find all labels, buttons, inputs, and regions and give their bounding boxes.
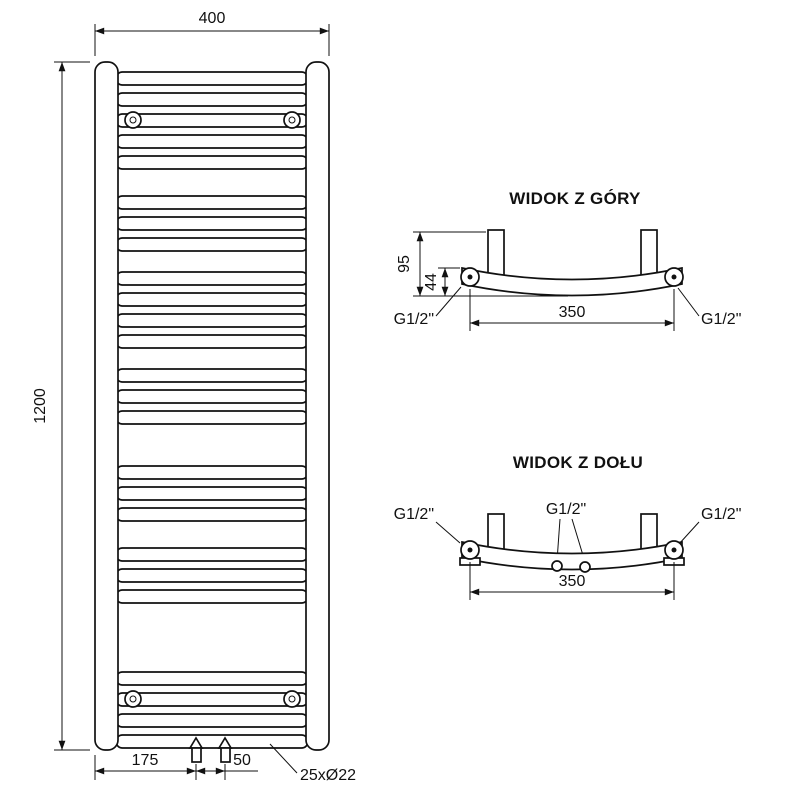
left-wall-bracket <box>487 513 505 551</box>
thread-label: G1/2" <box>701 311 741 328</box>
center-connection-left <box>551 560 563 572</box>
mounting-points <box>124 111 301 708</box>
leader-line <box>435 521 461 544</box>
bottom-view-title: WIDOK Z DOŁU <box>513 453 643 472</box>
dimension-height: 1200 <box>32 61 90 751</box>
top-left-thread-callout: G1/2" <box>394 286 462 328</box>
top-view: WIDOK Z GÓRY 95 44 G1/2" G1/2" <box>394 189 741 331</box>
right-wall-bracket <box>640 229 658 277</box>
thread-label: G1/2" <box>546 501 586 518</box>
left-wall-bracket <box>487 229 505 277</box>
dimension-connector-spacing: 50 <box>196 752 258 780</box>
front-view: 400 1200 <box>32 10 356 784</box>
dim-350-label: 350 <box>559 573 586 590</box>
bottom-view: WIDOK Z DOŁU G1/2" G1/2" G1/2" <box>394 453 741 600</box>
bottom-connectors <box>188 736 233 763</box>
dim-95-label: 95 <box>396 255 413 273</box>
radiator-tubes <box>115 71 309 749</box>
top-view-drawing <box>460 229 684 297</box>
leader-line <box>677 287 700 317</box>
dimension-span-bottom: 350 <box>469 562 675 600</box>
tube-count-label: 25xØ22 <box>300 767 356 784</box>
dim-175-label: 175 <box>132 752 159 769</box>
right-collector-rail <box>305 61 330 751</box>
top-right-thread-callout: G1/2" <box>677 287 741 328</box>
dimension-bow: 44 <box>423 267 460 296</box>
thread-label: G1/2" <box>701 506 741 523</box>
dim-350-label: 350 <box>559 304 586 321</box>
dimension-span-top: 350 <box>469 289 675 331</box>
leader-line <box>435 286 462 317</box>
top-view-title: WIDOK Z GÓRY <box>509 189 641 208</box>
tube-count-callout: 25xØ22 <box>269 743 356 784</box>
curved-tube-profile <box>461 266 683 297</box>
dimension-connector-offset: 175 <box>94 752 197 780</box>
leader-line <box>678 521 700 545</box>
dim-width-label: 400 <box>199 10 226 27</box>
leader-line <box>269 743 298 774</box>
center-connection-right <box>579 561 591 573</box>
thread-label: G1/2" <box>394 506 434 523</box>
dimension-depth: 95 <box>396 231 568 297</box>
dimension-width: 400 <box>94 10 330 56</box>
dim-height-label: 1200 <box>32 388 49 424</box>
radiator-body <box>94 61 330 763</box>
dim-44-label: 44 <box>423 273 440 291</box>
thread-label: G1/2" <box>394 311 434 328</box>
right-wall-bracket <box>640 513 658 551</box>
left-collector-rail <box>94 61 119 751</box>
dim-50-label: 50 <box>233 752 251 769</box>
bottom-right-thread-callout: G1/2" <box>678 506 741 545</box>
bottom-view-drawing <box>459 513 685 573</box>
bottom-left-thread-callout: G1/2" <box>394 506 461 544</box>
